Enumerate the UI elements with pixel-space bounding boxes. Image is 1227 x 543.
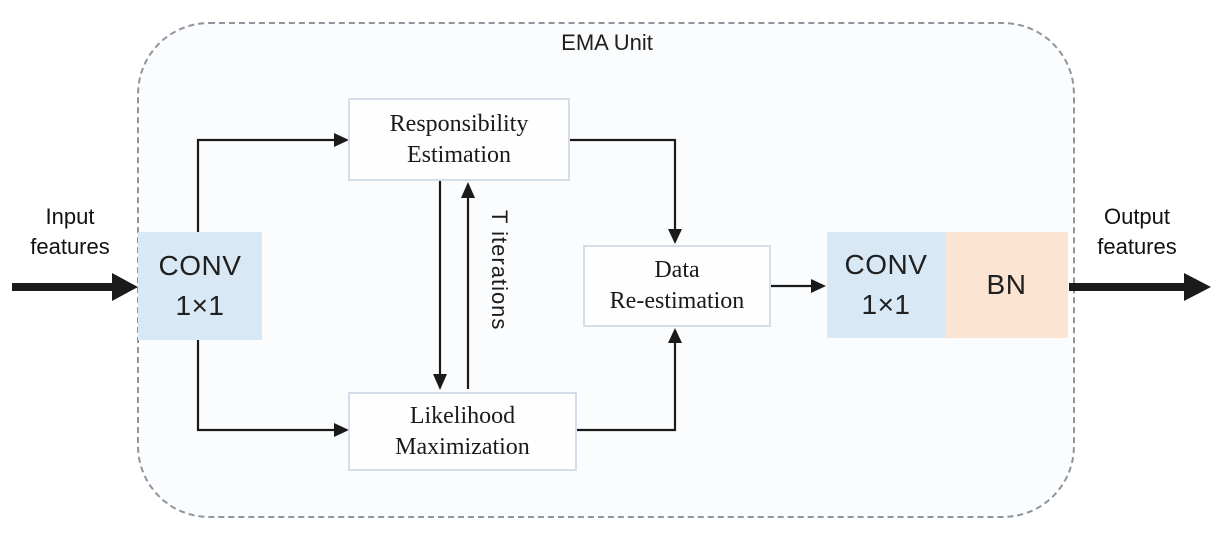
- likelihood-to-data-arrow: [577, 328, 682, 432]
- output-features-label: Output features: [1072, 202, 1202, 262]
- data-re-estimation-node: Data Re-estimation: [583, 245, 771, 327]
- input-features-label: Input features: [5, 202, 135, 262]
- conv-1x1-output-node: CONV 1×1: [827, 232, 945, 338]
- t-iterations-label: T iterations: [487, 210, 512, 331]
- conv-out-line1: CONV: [844, 249, 928, 280]
- input-label-line2: features: [30, 234, 110, 259]
- responsibility-to-likelihood-arrow: [433, 181, 447, 390]
- conv-to-likelihood-arrow: [196, 340, 349, 437]
- conv-1x1-input-node: CONV 1×1: [138, 232, 262, 340]
- responsibility-line2: Estimation: [407, 141, 511, 168]
- ema-unit-title: EMA Unit: [561, 30, 653, 55]
- bn-label: BN: [986, 269, 1027, 300]
- input-arrow: [12, 273, 138, 301]
- conv-in-line2: 1×1: [175, 290, 225, 321]
- responsibility-to-data-arrow: [570, 138, 682, 244]
- responsibility-line1: Responsibility: [389, 110, 529, 137]
- output-label-line2: features: [1097, 234, 1177, 259]
- data-re-estimation-line2: Re-estimation: [609, 288, 745, 314]
- bn-node: BN: [945, 232, 1068, 338]
- output-arrow: [1069, 273, 1211, 301]
- likelihood-maximization-node: Likelihood Maximization: [348, 392, 577, 471]
- likelihood-line1: Likelihood: [409, 402, 516, 429]
- input-label-line1: Input: [45, 204, 95, 229]
- data-re-estimation-line1: Data: [654, 257, 700, 283]
- likelihood-line2: Maximization: [395, 433, 530, 460]
- responsibility-estimation-node: Responsibility Estimation: [348, 98, 570, 181]
- likelihood-to-responsibility-arrow: [461, 182, 475, 389]
- conv-to-responsibility-arrow: [196, 133, 349, 232]
- data-to-conv-arrow: [771, 279, 826, 293]
- conv-in-line1: CONV: [158, 250, 242, 281]
- output-label-line1: Output: [1103, 204, 1171, 229]
- conv-out-line2: 1×1: [861, 289, 911, 320]
